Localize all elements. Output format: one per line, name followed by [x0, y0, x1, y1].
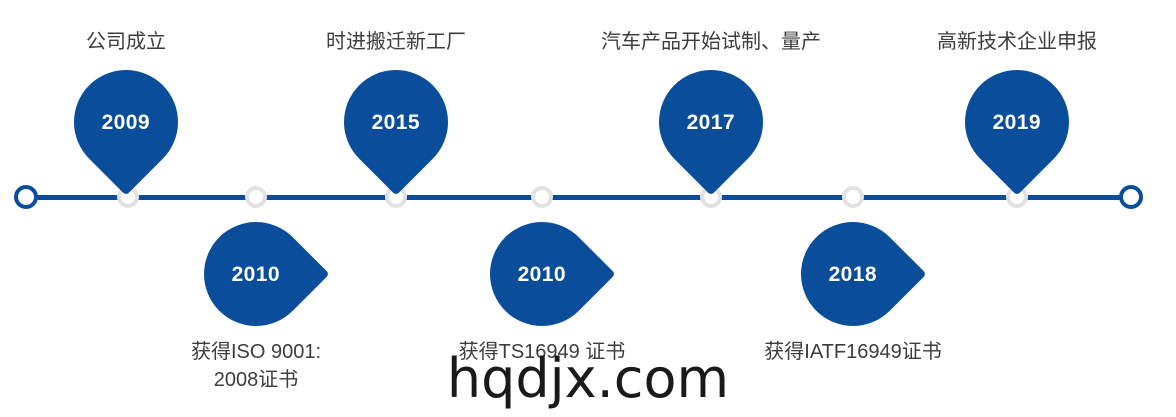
- pin-year-label: 2017: [686, 110, 736, 134]
- timeline-pin-2010-1[interactable]: 2010: [182, 200, 330, 348]
- timeline-pin-2015-2[interactable]: 2015: [322, 48, 470, 196]
- pin-year-label: 2010: [517, 262, 567, 286]
- timeline-node-4[interactable]: [531, 186, 553, 208]
- pin-year-label: 2018: [828, 262, 878, 286]
- pin-year-label: 2019: [992, 110, 1042, 134]
- timeline-caption-2009-0: 公司成立: [86, 31, 166, 53]
- timeline-caption-2010-1: 获得ISO 9001: 2008证书: [190, 341, 322, 391]
- timeline-caption-2015-2: 时进搬迁新工厂: [326, 31, 466, 53]
- timeline-pin-2019-6[interactable]: 2019: [943, 48, 1091, 196]
- timeline-caption-2010-3: 获得TS16949 证书: [458, 341, 626, 363]
- timeline-pin-2018-5[interactable]: 2018: [779, 200, 927, 348]
- timeline-node-2[interactable]: [245, 186, 267, 208]
- timeline-pin-2009-0[interactable]: 2009: [52, 48, 200, 196]
- timeline-caption-2018-5: 获得IATF16949证书: [764, 341, 942, 363]
- timeline-caption-2017-4: 汽车产品开始试制、量产: [601, 31, 821, 53]
- timeline-pin-2017-4[interactable]: 2017: [637, 48, 785, 196]
- timeline-axis: [26, 195, 1131, 200]
- pin-year-label: 2009: [101, 110, 151, 134]
- timeline-node-6[interactable]: [842, 186, 864, 208]
- timeline-pin-2010-3[interactable]: 2010: [468, 200, 616, 348]
- pin-year-label: 2010: [231, 262, 281, 286]
- timeline-node-0[interactable]: [14, 185, 38, 209]
- timeline-node-8[interactable]: [1119, 185, 1143, 209]
- timeline-caption-2019-6: 高新技术企业申报: [937, 31, 1097, 53]
- pin-year-label: 2015: [371, 110, 421, 134]
